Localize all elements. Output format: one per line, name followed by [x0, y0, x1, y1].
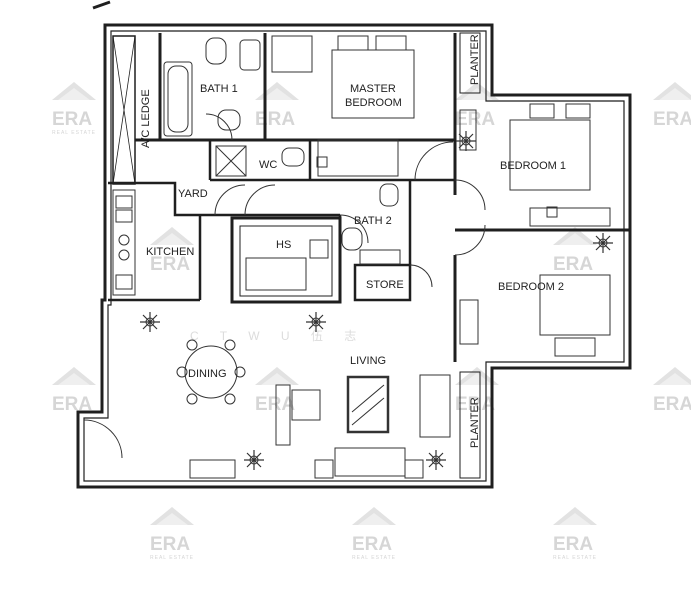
plant-icon	[305, 311, 327, 333]
dining-furniture	[176, 339, 246, 405]
bedroom2-bed	[539, 274, 611, 336]
plant-icon	[455, 130, 477, 152]
watermark-logo: ERA	[455, 367, 499, 415]
watermark-brand: ERA	[352, 534, 392, 555]
bedroom1-furniture	[459, 103, 611, 227]
bathtub	[163, 61, 193, 137]
watermark-logo: ERA REAL ESTATE	[553, 507, 597, 561]
watermark-brand: ERA	[455, 394, 495, 415]
watermark-brand: ERA	[553, 254, 593, 275]
wardrobe	[271, 35, 313, 73]
outer-wall-inner	[83, 30, 625, 482]
label-planter-bottom: PLANTER	[469, 397, 481, 448]
master-bed	[331, 49, 415, 119]
master-bedroom-furniture	[271, 35, 415, 177]
watermark-brand: ERA	[52, 394, 92, 415]
doors	[83, 113, 486, 459]
watermark-logo: ERA	[653, 367, 691, 415]
watermark-sub: REAL ESTATE	[352, 555, 396, 561]
plant-icon	[425, 449, 447, 471]
bath2-toilet	[379, 183, 399, 207]
label-master-line2: BEDROOM	[345, 97, 402, 109]
label-yard: YARD	[178, 188, 208, 200]
watermark-logo: ERA REAL ESTATE	[52, 82, 96, 136]
watermark-sub: REAL ESTATE	[150, 555, 194, 561]
plant-icon	[592, 232, 614, 254]
watermark-logo: ERA	[52, 367, 96, 415]
bedroom1-bed	[509, 119, 591, 191]
watermark-logo: ERA	[653, 82, 691, 130]
armchair	[291, 389, 321, 421]
label-dining: DINING	[188, 368, 227, 380]
sofa-right	[419, 374, 451, 438]
watermark-logo: ERA	[255, 82, 299, 130]
hs-room	[230, 216, 342, 304]
kitchen-counter	[112, 189, 136, 296]
label-store: STORE	[366, 279, 404, 291]
watermark-line: C T W U 伍 志	[190, 329, 365, 343]
basin	[217, 109, 241, 131]
watermark-brand: ERA	[52, 109, 92, 130]
label-living: LIVING	[350, 355, 386, 367]
living-furniture	[189, 374, 451, 479]
bedroom2-furniture	[459, 274, 611, 357]
watermark-logo: ERA	[150, 227, 194, 275]
bath1-fixtures	[163, 37, 261, 137]
watermark-logo: ERA REAL ESTATE	[352, 507, 396, 561]
walls	[76, 0, 632, 489]
label-bedroom1: BEDROOM 1	[500, 160, 566, 172]
label-bath1: BATH 1	[200, 83, 238, 95]
plant-icon	[243, 449, 265, 471]
tv-console	[275, 384, 291, 446]
watermark-brand: ERA	[653, 109, 691, 130]
watermark-brand: ERA	[255, 394, 295, 415]
hs-fixtures	[245, 239, 329, 291]
wc-fixtures	[215, 145, 401, 265]
wc-shower	[215, 145, 247, 177]
planter-bottom-area	[459, 371, 481, 479]
label-wc: WC	[259, 159, 277, 171]
watermark-logo: ERA	[553, 227, 597, 275]
watermark-logo: ERA	[455, 82, 499, 130]
plant-icon	[139, 311, 161, 333]
coffee-table	[346, 375, 390, 434]
bath2-basin	[341, 227, 363, 251]
outer-wall	[76, 23, 632, 489]
watermark-brand: ERA	[255, 109, 295, 130]
watermark-layer: ERA REAL ESTATE ERA ERA ERA ERA ERA ERA …	[52, 82, 691, 561]
label-bath2: BATH 2	[354, 215, 392, 227]
watermark-sub: REAL ESTATE	[52, 130, 96, 136]
watermark-brand: ERA	[653, 394, 691, 415]
label-planter-top: PLANTER	[469, 34, 481, 85]
planter-top-area	[459, 32, 481, 94]
dining-table	[184, 345, 238, 399]
toilet	[205, 37, 227, 65]
room-labels: A/C LEDGE BATH 1 MASTER BEDROOM WC YARD …	[140, 34, 566, 448]
watermark-logo: ERA REAL ESTATE	[150, 507, 194, 561]
label-bedroom2: BEDROOM 2	[498, 281, 564, 293]
watermark-brand: ERA	[150, 254, 190, 275]
label-ac-ledge: A/C LEDGE	[140, 89, 152, 148]
label-hs: HS	[276, 239, 291, 251]
watermark-logo: ERA	[255, 367, 299, 415]
watermark-brand: ERA	[553, 534, 593, 555]
kitchen-fixtures	[112, 189, 136, 296]
watermark-sub: REAL ESTATE	[553, 555, 597, 561]
label-kitchen: KITCHEN	[146, 246, 194, 258]
wc-toilet	[281, 147, 305, 167]
label-master-line1: MASTER	[350, 83, 396, 95]
watermark-brand: ERA	[150, 534, 190, 555]
sofa-bottom	[334, 447, 406, 477]
watermark-brand: ERA	[455, 109, 495, 130]
